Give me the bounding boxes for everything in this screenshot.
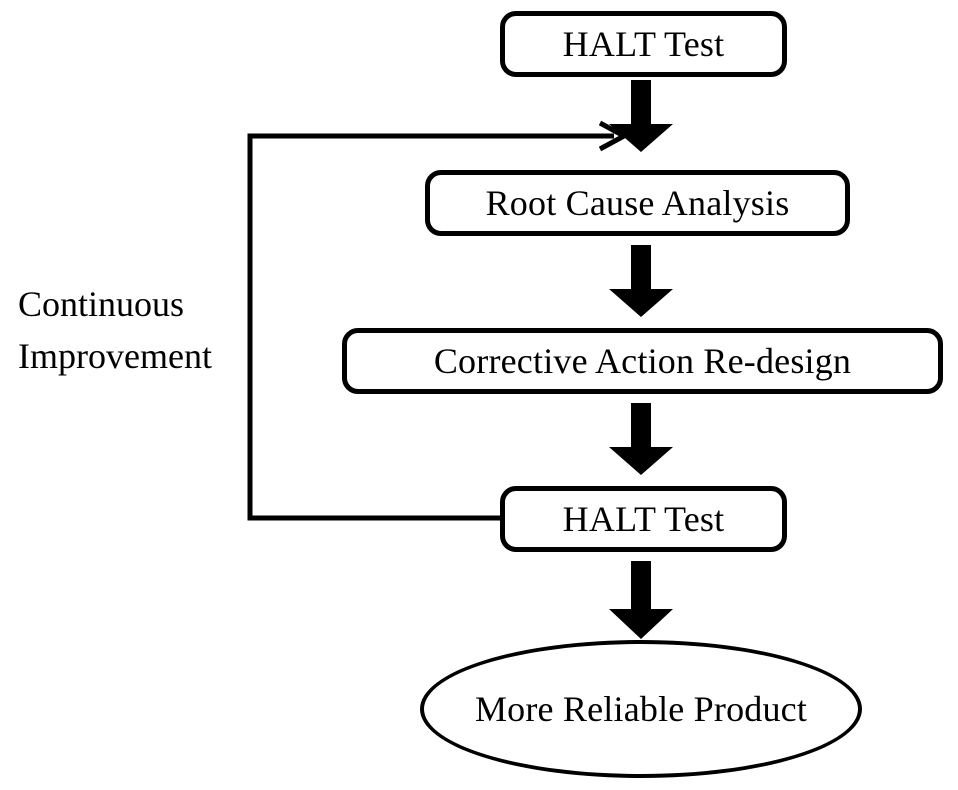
arrow-down-icon-3 [609, 403, 673, 475]
node-label-halt-test-2: HALT Test [562, 499, 725, 539]
annotation-continuous-improvement: Continuous Improvement [18, 278, 212, 382]
node-halt-test-2[interactable]: HALT Test [500, 486, 787, 552]
node-label-corrective-action-redesign: Corrective Action Re-design [433, 341, 852, 381]
node-halt-test-1[interactable]: HALT Test [500, 11, 787, 77]
node-label-root-cause-analysis: Root Cause Analysis [485, 183, 790, 223]
node-more-reliable-product[interactable]: More Reliable Product [420, 640, 862, 778]
node-label-more-reliable-product: More Reliable Product [474, 689, 808, 729]
annotation-line-continuous: Continuous [18, 284, 185, 324]
node-root-cause-analysis[interactable]: Root Cause Analysis [425, 170, 850, 236]
arrow-down-icon-4 [609, 561, 673, 639]
arrow-down-icon-2 [609, 245, 673, 317]
annotation-line-improvement: Improvement [18, 336, 212, 377]
node-label-halt-test-1: HALT Test [562, 24, 725, 64]
node-corrective-action-redesign[interactable]: Corrective Action Re-design [342, 328, 943, 394]
